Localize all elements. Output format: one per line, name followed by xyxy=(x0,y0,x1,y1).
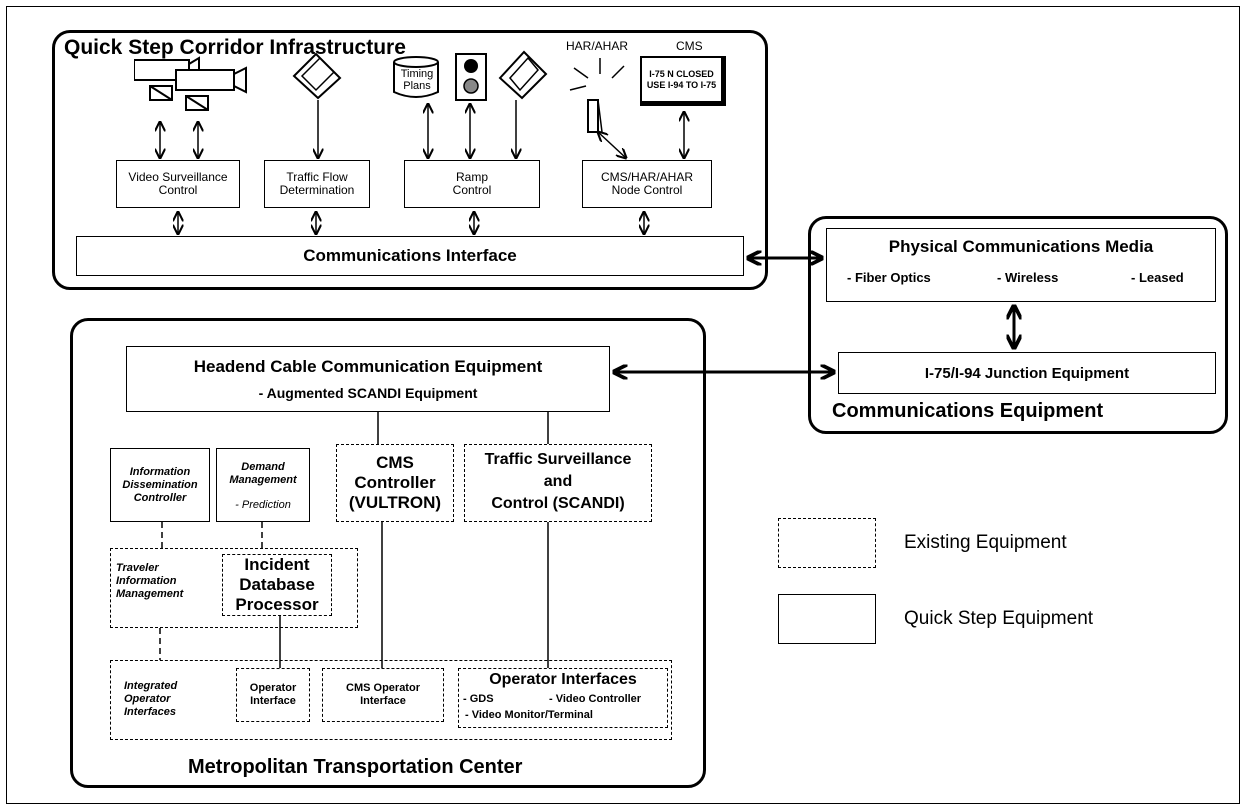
incident-db-label: Incident Database Processor xyxy=(235,555,319,614)
operator-interfaces-group xyxy=(110,660,672,740)
corridor-title: Quick Step Corridor Infrastructure xyxy=(64,36,406,59)
legend-quickstep-swatch xyxy=(778,594,876,644)
traffic-surveillance-label-1: Traffic Surveillance xyxy=(484,451,632,468)
diagram-frame xyxy=(6,6,1240,804)
operator-interface-box: Operator Interface xyxy=(236,668,310,722)
info-dissemination-label: Information Dissemination Controller xyxy=(122,465,198,504)
cms-controller-label: CMS Controller (VULTRON) xyxy=(348,453,442,512)
cms-sign-line1: I-75 N CLOSED xyxy=(649,68,714,79)
cms-operator-label: CMS Operator Interface xyxy=(346,682,420,707)
incident-db-box: Incident Database Processor xyxy=(222,554,332,616)
demand-prediction-label: - Prediction xyxy=(235,499,291,511)
communications-equipment-group xyxy=(808,216,1228,434)
ramp-control-box: Ramp Control xyxy=(404,160,540,208)
media-fiber: - Fiber Optics xyxy=(847,270,931,285)
cms-sign-line2: USE I-94 TO I-75 xyxy=(646,79,717,90)
media-leased: - Leased xyxy=(1131,270,1184,285)
corridor-group xyxy=(52,30,768,290)
traveler-info-group xyxy=(110,548,358,628)
headend-sub: - Augmented SCANDI Equipment xyxy=(258,385,478,401)
operator-interfaces-title: Operator Interfaces xyxy=(489,671,637,688)
op-video-controller: - Video Controller xyxy=(549,693,642,705)
timing-plans-label: Timing Plans xyxy=(400,68,434,92)
legend-quickstep-label: Quick Step Equipment xyxy=(904,608,1094,629)
ramp-control-label: Ramp Control xyxy=(452,170,492,197)
junction-equipment-label: I-75/I-94 Junction Equipment xyxy=(924,364,1130,382)
traffic-flow-box: Traffic Flow Determination xyxy=(264,160,370,208)
legend-existing-label: Existing Equipment xyxy=(904,532,1067,553)
communications-interface-box: Communications Interface xyxy=(76,236,744,276)
op-video-monitor: - Video Monitor/Terminal xyxy=(465,709,593,721)
mtc-group xyxy=(70,318,706,788)
cms-label: CMS xyxy=(676,39,703,53)
demand-management-label: Demand Management xyxy=(229,461,297,486)
detector-icon-ramp xyxy=(498,50,548,100)
info-dissemination-box: Information Dissemination Controller xyxy=(110,448,210,522)
traffic-surveillance-label-3: Control (SCANDI) xyxy=(491,495,625,512)
integrated-operator-label: Integrated Operator Interfaces xyxy=(124,680,178,718)
traffic-flow-label: Traffic Flow Determination xyxy=(279,170,355,197)
physical-media-box: Physical Communications Media - Fiber Op… xyxy=(826,228,1216,302)
detector-icon xyxy=(292,52,342,100)
arrow-har-node xyxy=(598,132,626,158)
mtc-title: Metropolitan Transportation Center xyxy=(188,756,523,778)
har-label: HAR/AHAR xyxy=(566,39,629,53)
camera-icon xyxy=(134,56,247,111)
junction-equipment-box: I-75/I-94 Junction Equipment xyxy=(838,352,1216,394)
traffic-surveillance-box: Traffic Surveillance and Control (SCANDI… xyxy=(464,444,652,522)
media-wireless: - Wireless xyxy=(997,270,1059,285)
headend-box: Headend Cable Communication Equipment - … xyxy=(126,346,610,412)
har-antenna-icon xyxy=(569,58,625,133)
operator-interfaces-box: Operator Interfaces - GDS - Video Contro… xyxy=(458,668,668,728)
communications-equipment-title: Communications Equipment xyxy=(832,400,1104,422)
cms-har-node-box: CMS/HAR/AHAR Node Control xyxy=(582,160,712,208)
communications-interface-label: Communications Interface xyxy=(303,246,517,265)
traffic-signal-icon xyxy=(455,53,487,101)
timing-plans-icon xyxy=(393,56,439,98)
cms-sign: I-75 N CLOSED USE I-94 TO I-75 xyxy=(640,56,726,106)
cms-controller-box: CMS Controller (VULTRON) xyxy=(336,444,454,522)
physical-media-title: Physical Communications Media xyxy=(888,237,1154,256)
traveler-info-label: Traveler Information Management xyxy=(116,562,184,600)
legend-existing-swatch xyxy=(778,518,876,568)
op-gds: - GDS xyxy=(463,693,494,705)
video-surveillance-control-box: Video Surveillance Control xyxy=(116,160,240,208)
traffic-surveillance-label-2: and xyxy=(543,473,573,490)
video-surveillance-control-label: Video Surveillance Control xyxy=(128,170,228,197)
headend-title: Headend Cable Communication Equipment xyxy=(193,357,543,376)
cms-operator-box: CMS Operator Interface xyxy=(322,668,444,722)
cms-har-node-label: CMS/HAR/AHAR Node Control xyxy=(600,170,693,197)
demand-management-box: Demand Management - Prediction xyxy=(216,448,310,522)
operator-interface-label: Operator Interface xyxy=(249,682,297,707)
